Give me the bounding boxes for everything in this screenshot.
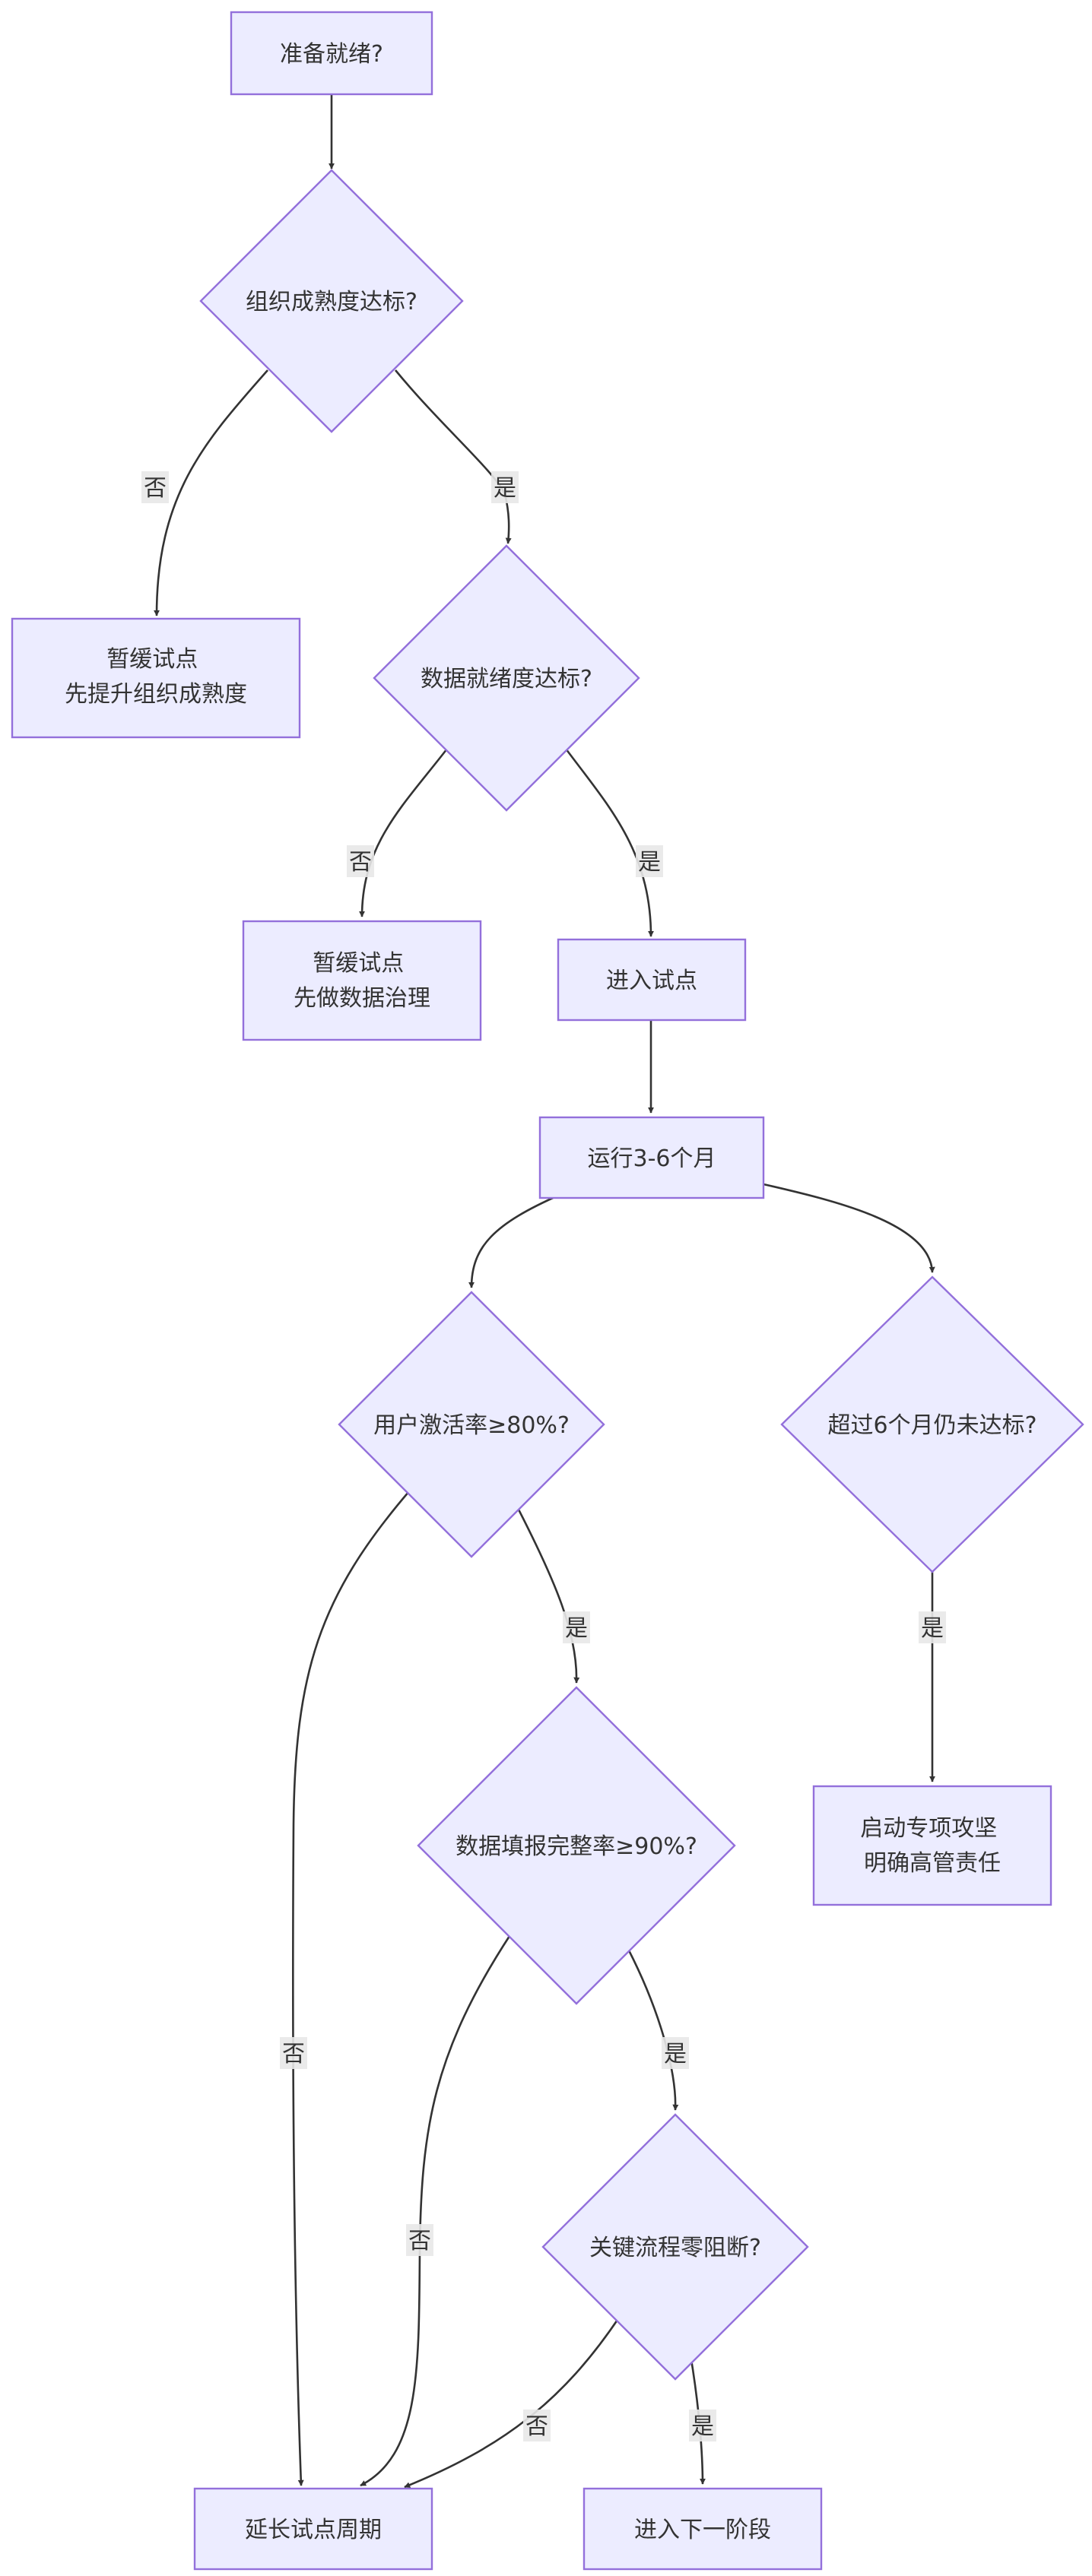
svg-text:超过6个月仍未达标?: 超过6个月仍未达标? [827,1412,1036,1439]
edge-label-data-yes-text: 是 [638,849,661,876]
node-fill-rate-check[interactable]: 数据填报完整率≥90%? [417,1686,736,2005]
edge-label-activation-yes-text: 是 [565,1615,588,1642]
svg-text:组织成熟度达标?: 组织成熟度达标? [246,289,417,315]
svg-text:延长试点周期: 延长试点周期 [245,2517,382,2543]
svg-text:用户激活率≥80%?: 用户激活率≥80%? [373,1412,570,1439]
node-flow-check-line-1: 关键流程零阻断? [589,2235,761,2261]
edge-run-to-overdue-check [763,1183,935,1273]
edge-run-to-activation-check [468,1193,560,1288]
node-data-check[interactable]: 数据就绪度达标? [373,544,640,812]
node-next-stage[interactable]: 进入下一阶段 [583,2487,823,2571]
edge-label-org-yes: 是 [491,471,519,503]
svg-text:暂缓试点 先提升组织成熟度: 暂缓试点 先提升组织成熟度 [65,646,247,708]
edge-org-check-no [154,369,268,616]
svg-text:数据填报完整率≥90%?: 数据填报完整率≥90%? [456,1833,697,1860]
edge-label-flow-yes: 是 [689,2410,716,2441]
node-activation-check-line-1: 用户激活率≥80%? [373,1412,570,1439]
node-overdue-check-line-1: 超过6个月仍未达标? [827,1412,1036,1439]
node-run-line-1: 运行3-6个月 [588,1145,716,1172]
node-pause-data[interactable]: 暂缓试点 先做数据治理 [242,920,482,1041]
edge-data-check-yes [564,748,654,937]
node-pause-data-line-1: 暂缓试点 [313,950,404,977]
edge-fill-check-yes [627,1948,679,2111]
node-pause-org-line-2: 先提升组织成熟度 [65,681,247,708]
node-escalate-line-2: 明确高管责任 [864,1850,1001,1877]
svg-text:进入下一阶段: 进入下一阶段 [634,2517,771,2543]
node-pause-org-line-1: 暂缓试点 [106,646,198,673]
svg-text:运行3-6个月: 运行3-6个月 [588,1145,716,1172]
edge-org-check-yes [394,369,512,544]
edge-label-flow-no: 否 [523,2410,551,2441]
svg-text:关键流程零阻断?: 关键流程零阻断? [589,2235,761,2261]
svg-text:启动专项攻坚 明确高管责任: 启动专项攻坚 明确高管责任 [860,1815,1005,1877]
node-org-check-line-1: 组织成熟度达标? [246,289,417,315]
edge-flow-check-no [404,2315,622,2489]
node-fill-rate-check-line-1: 数据填报完整率≥90%? [456,1833,697,1860]
nodes: 准备就绪? 组织成熟度达标? 暂缓试点 先提升组织成熟度 数据就绪度达标? [11,11,1084,2571]
node-data-check-line-1: 数据就绪度达标? [421,666,592,692]
svg-text:暂缓试点 先做数据治理: 暂缓试点 先做数据治理 [294,950,430,1012]
edge-label-flow-yes-text: 是 [691,2413,714,2440]
edge-label-overdue-yes: 是 [919,1611,946,1643]
edge-activation-check-no [292,1491,410,2486]
edge-activation-check-yes [517,1509,580,1684]
node-flow-check[interactable]: 关键流程零阻断? [541,2113,809,2381]
edge-label-fill-no-text: 否 [408,2228,431,2254]
edge-label-activation-yes: 是 [563,1611,590,1643]
node-pause-org[interactable]: 暂缓试点 先提升组织成熟度 [11,617,301,739]
edge-label-data-no: 否 [347,845,374,877]
edge-label-flow-no-text: 否 [525,2413,548,2440]
edge-label-fill-yes-text: 是 [664,2041,687,2067]
edge-labels: 否 是 否 是 是 是 否 是 [141,471,946,2441]
edge-label-activation-no: 否 [280,2037,307,2069]
node-pause-data-line-2: 先做数据治理 [294,985,430,1012]
edge-label-data-yes: 是 [636,845,663,877]
node-run[interactable]: 运行3-6个月 [538,1116,765,1199]
edge-label-fill-yes: 是 [662,2037,689,2069]
edge-label-activation-no-text: 否 [282,2041,305,2067]
edge-label-fill-no: 否 [406,2224,433,2256]
svg-text:数据就绪度达标?: 数据就绪度达标? [421,666,592,692]
node-extend[interactable]: 延长试点周期 [193,2487,433,2571]
edge-fill-check-no [360,1933,513,2487]
edge-data-check-no [359,748,449,917]
svg-text:准备就绪?: 准备就绪? [280,41,383,68]
node-activation-check[interactable]: 用户激活率≥80%? [338,1291,605,1558]
node-enter-pilot-line-1: 进入试点 [606,968,697,994]
node-escalate-line-1: 启动专项攻坚 [860,1815,997,1842]
svg-text:进入试点: 进入试点 [606,968,697,994]
node-org-check[interactable]: 组织成熟度达标? [199,169,464,433]
node-extend-line-1: 延长试点周期 [245,2517,382,2543]
edge-label-org-yes-text: 是 [494,475,516,502]
edges [154,95,935,2489]
node-enter-pilot[interactable]: 进入试点 [557,938,747,1022]
node-overdue-check[interactable]: 超过6个月仍未达标? [780,1275,1084,1573]
edge-label-org-no: 否 [141,471,169,503]
node-start[interactable]: 准备就绪? [230,11,433,96]
edge-label-data-no-text: 否 [349,849,372,876]
node-start-line-1: 准备就绪? [280,41,383,68]
node-escalate[interactable]: 启动专项攻坚 明确高管责任 [812,1785,1052,1906]
edge-label-overdue-yes-text: 是 [921,1615,944,1642]
node-next-stage-line-1: 进入下一阶段 [634,2517,771,2543]
edge-label-org-no-text: 否 [144,475,167,502]
